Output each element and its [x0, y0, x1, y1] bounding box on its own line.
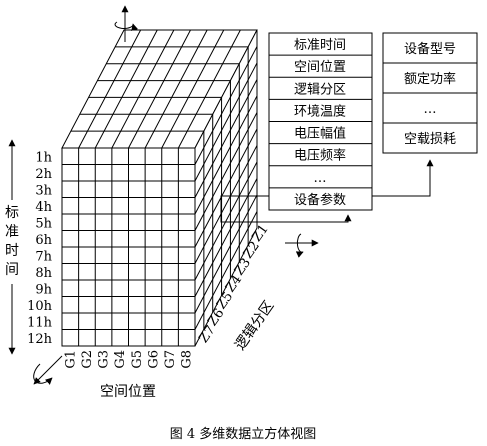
time-axis-title-char: 准 [5, 224, 19, 240]
space-axis-label: G5 [130, 350, 145, 369]
attribute-item: 空间位置 [294, 60, 346, 75]
connector-lines [220, 159, 434, 223]
time-axis-label: 12h [27, 332, 53, 347]
space-axis-title: 空间位置 [100, 384, 156, 400]
attribute-item: 环境温度 [294, 103, 346, 119]
rotate-horizontal-icon [285, 233, 319, 258]
space-axis-label: G1 [63, 350, 78, 369]
attribute-item: 标准时间 [294, 38, 346, 53]
time-axis-label: 7h [35, 249, 52, 264]
device-parameter-item: … [424, 102, 437, 117]
space-axis-label: G8 [180, 350, 195, 369]
attribute-to-cube-arrow [220, 195, 352, 223]
space-axis-label: G3 [97, 350, 112, 369]
figure-caption: 图 4 多维数据立方体视图 [170, 426, 317, 442]
time-axis-label: 3h [35, 183, 52, 198]
time-axis-title-char: 时 [5, 243, 19, 259]
zone-axis-title: 逻辑分区 [232, 298, 277, 353]
attribute-item: 电压幅值 [294, 126, 346, 142]
time-axis-label: 4h [35, 200, 52, 215]
space-axis-label: G6 [146, 350, 161, 369]
time-axis-title-char: 标 [5, 205, 19, 221]
data-cube [61, 29, 258, 347]
attribute-item: 电压频率 [294, 148, 346, 164]
time-axis-label: 9h [35, 282, 52, 297]
rotate-depth-icon [33, 355, 63, 385]
rotate-vertical-icon [114, 5, 139, 42]
time-axis-title-char: 间 [5, 262, 19, 278]
time-axis-label: 6h [35, 233, 52, 248]
space-axis-label: G4 [113, 350, 128, 369]
device-parameter-item: 空载损耗 [404, 132, 456, 147]
space-axis-label: G2 [80, 350, 95, 369]
time-axis-label: 10h [27, 299, 53, 314]
time-axis-label: 11h [27, 315, 53, 330]
device-parameter-item: 额定功率 [404, 71, 456, 87]
time-axis-label: 1h [35, 150, 52, 165]
time-axis: 标 准 时 间 [4, 139, 20, 355]
attribute-item: 逻辑分区 [294, 82, 346, 97]
attribute-item: … [314, 171, 327, 186]
space-axis-label: G7 [163, 350, 178, 369]
attribute-item: 设备参数 [294, 192, 346, 208]
time-axis-label: 2h [35, 167, 52, 182]
attribute-to-device-arrow [372, 159, 434, 197]
device-parameter-item: 设备型号 [404, 41, 456, 57]
time-axis-label: 5h [35, 216, 52, 231]
time-axis-label: 8h [35, 266, 52, 281]
